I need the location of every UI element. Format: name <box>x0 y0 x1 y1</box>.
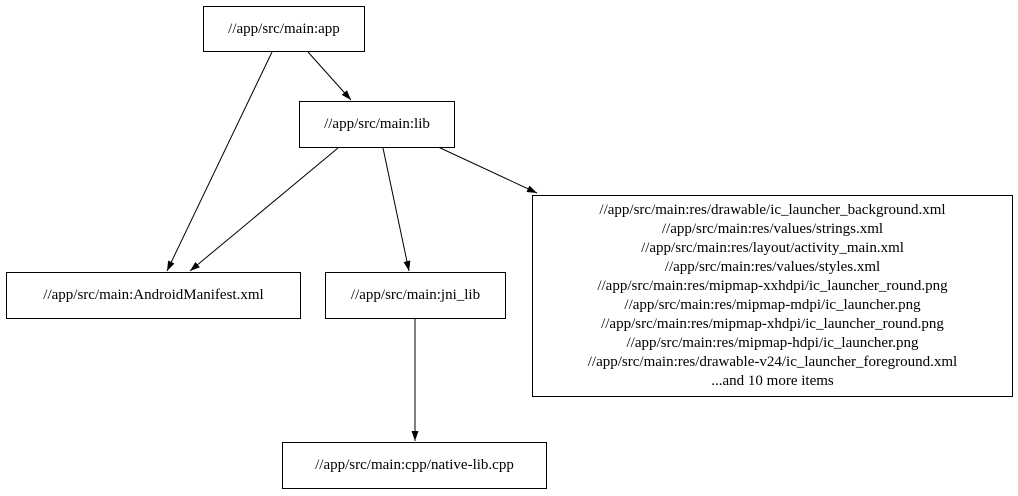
resource-item: //app/src/main:res/mipmap-xxhdpi/ic_laun… <box>597 278 948 294</box>
edge-lib-to-manifest <box>189 147 339 272</box>
resource-item: //app/src/main:res/values/strings.xml <box>661 221 884 237</box>
node-lib-label: //app/src/main:lib <box>324 116 430 132</box>
node-native-lib-cpp-label: //app/src/main:cpp/native-lib.cpp <box>315 457 514 473</box>
resource-more-items: ...and 10 more items <box>711 373 834 389</box>
resource-item: //app/src/main:res/layout/activity_main.… <box>641 240 904 256</box>
resource-item: //app/src/main:res/mipmap-xhdpi/ic_launc… <box>601 316 944 332</box>
node-android-manifest-label: //app/src/main:AndroidManifest.xml <box>43 287 264 303</box>
resource-item: //app/src/main:res/drawable-v24/ic_launc… <box>587 354 958 370</box>
node-native-lib-cpp: //app/src/main:cpp/native-lib.cpp <box>282 442 547 489</box>
edge-app-to-manifest <box>166 51 273 272</box>
edge-lib-to-jni-lib <box>382 147 411 272</box>
node-jni-lib-label: //app/src/main:jni_lib <box>350 287 481 303</box>
node-app-label: //app/src/main:app <box>228 20 340 37</box>
node-app: //app/src/main:app <box>203 6 365 52</box>
resource-item: //app/src/main:res/values/styles.xml <box>664 259 881 275</box>
node-android-manifest: //app/src/main:AndroidManifest.xml <box>6 272 301 319</box>
resource-item: //app/src/main:res/mipmap-mdpi/ic_launch… <box>624 297 921 313</box>
node-resources-group: //app/src/main:res/drawable/ic_launcher_… <box>532 195 1013 397</box>
node-jni-lib: //app/src/main:jni_lib <box>325 272 506 319</box>
edge-lib-to-resources <box>435 145 538 194</box>
edge-app-to-lib <box>307 51 352 101</box>
node-lib: //app/src/main:lib <box>299 101 455 148</box>
resource-item: //app/src/main:res/mipmap-hdpi/ic_launch… <box>626 335 919 351</box>
resource-item: //app/src/main:res/drawable/ic_launcher_… <box>599 202 946 218</box>
